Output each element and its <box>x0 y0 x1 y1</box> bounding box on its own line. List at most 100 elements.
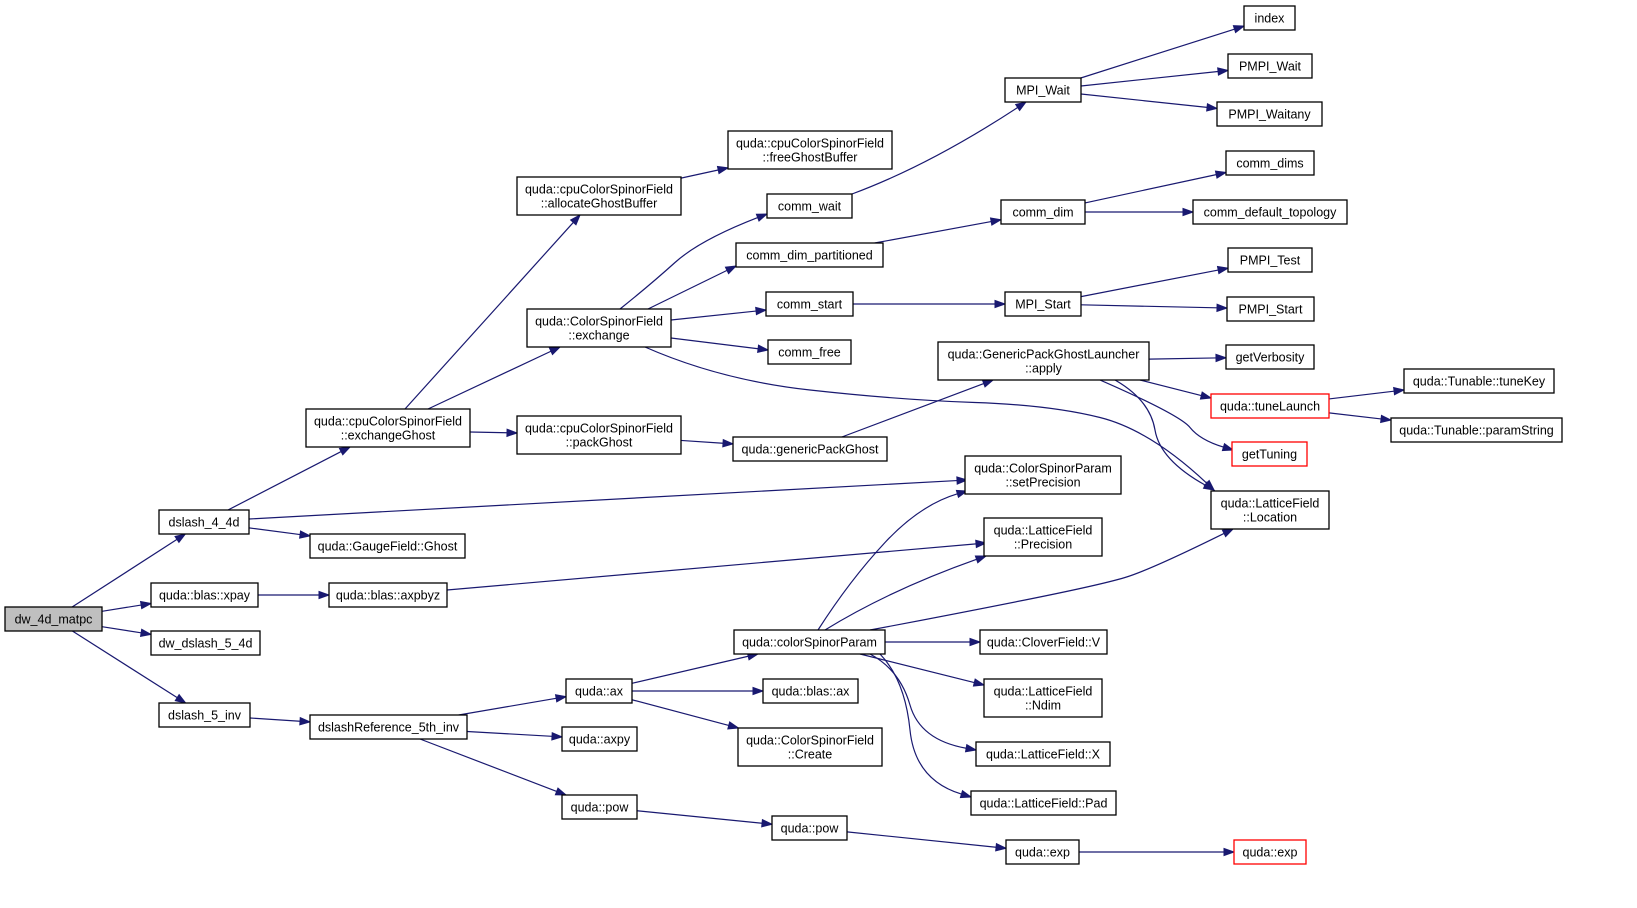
node-lfLocation[interactable]: quda::LatticeField::Location <box>1210 490 1330 530</box>
node-box[interactable] <box>561 726 638 752</box>
node-getTuning[interactable]: getTuning <box>1231 441 1308 467</box>
node-box[interactable] <box>1005 839 1080 865</box>
node-exp2[interactable]: quda::exp <box>1233 839 1307 865</box>
node-box[interactable] <box>1192 199 1348 225</box>
node-box[interactable] <box>975 741 1111 767</box>
node-PMPI_Waitany[interactable]: PMPI_Waitany <box>1216 101 1323 127</box>
node-box[interactable] <box>328 582 448 608</box>
node-paramString[interactable]: quda::Tunable::paramString <box>1390 417 1563 443</box>
node-dslash_4_4d[interactable]: dslash_4_4d <box>158 509 250 535</box>
node-box[interactable] <box>979 629 1108 655</box>
node-axpbyz[interactable]: quda::blas::axpbyz <box>328 582 448 608</box>
node-PMPI_Test[interactable]: PMPI_Test <box>1227 247 1313 273</box>
node-box[interactable] <box>1227 53 1313 79</box>
node-csfCreate[interactable]: quda::ColorSpinorField::Create <box>737 727 883 767</box>
node-box[interactable] <box>1233 839 1307 865</box>
node-box[interactable] <box>1000 199 1086 225</box>
node-pow2[interactable]: quda::pow <box>771 815 848 841</box>
node-box[interactable] <box>964 455 1122 495</box>
node-box[interactable] <box>305 408 471 448</box>
node-box[interactable] <box>1226 296 1315 322</box>
node-dw_4d_matpc[interactable]: dw_4d_matpc <box>4 606 103 632</box>
node-freeGhostBuffer[interactable]: quda::cpuColorSpinorField::freeGhostBuff… <box>727 130 893 170</box>
node-dslash_5_inv[interactable]: dslash_5_inv <box>158 702 251 728</box>
node-box[interactable] <box>150 630 261 656</box>
node-MPI_Start[interactable]: MPI_Start <box>1004 291 1082 317</box>
node-box[interactable] <box>309 714 468 740</box>
node-lfPrecision[interactable]: quda::LatticeField::Precision <box>983 517 1103 557</box>
node-box[interactable] <box>1004 291 1082 317</box>
node-box[interactable] <box>983 678 1103 718</box>
node-getVerbosity[interactable]: getVerbosity <box>1225 344 1315 370</box>
node-box[interactable] <box>561 794 638 820</box>
node-pow1[interactable]: quda::pow <box>561 794 638 820</box>
node-box[interactable] <box>565 678 633 704</box>
node-box[interactable] <box>937 341 1150 381</box>
node-lfPad[interactable]: quda::LatticeField::Pad <box>970 790 1117 816</box>
node-gaugeGhost[interactable]: quda::GaugeField::Ghost <box>309 533 466 559</box>
node-box[interactable] <box>762 678 859 704</box>
node-box[interactable] <box>1216 101 1323 127</box>
node-cloverV[interactable]: quda::CloverField::V <box>979 629 1108 655</box>
node-box[interactable] <box>766 193 853 219</box>
node-comm_default_topology[interactable]: comm_default_topology <box>1192 199 1348 225</box>
node-exchangeGhost[interactable]: quda::cpuColorSpinorField::exchangeGhost <box>305 408 471 448</box>
node-box[interactable] <box>771 815 848 841</box>
node-box[interactable] <box>727 130 893 170</box>
node-box[interactable] <box>1231 441 1308 467</box>
node-axpy[interactable]: quda::axpy <box>561 726 638 752</box>
node-box[interactable] <box>4 606 103 632</box>
node-box[interactable] <box>733 629 886 655</box>
node-gpgLauncherApply[interactable]: quda::GenericPackGhostLauncher::apply <box>937 341 1150 381</box>
node-dslashRef5inv[interactable]: dslashReference_5th_inv <box>309 714 468 740</box>
node-box[interactable] <box>1210 393 1330 419</box>
node-box[interactable] <box>516 415 682 455</box>
node-box[interactable] <box>516 176 682 216</box>
node-box[interactable] <box>1004 77 1082 103</box>
node-box[interactable] <box>158 702 251 728</box>
node-comm_start[interactable]: comm_start <box>765 291 854 317</box>
node-tuneKey[interactable]: quda::Tunable::tuneKey <box>1403 368 1555 394</box>
node-box[interactable] <box>732 436 888 462</box>
node-comm_dim_partitioned[interactable]: comm_dim_partitioned <box>735 242 884 268</box>
node-allocateGhostBuffer[interactable]: quda::cpuColorSpinorField::allocateGhost… <box>516 176 682 216</box>
node-comm_dims[interactable]: comm_dims <box>1225 150 1315 176</box>
node-comm_dim[interactable]: comm_dim <box>1000 199 1086 225</box>
node-box[interactable] <box>526 308 672 348</box>
node-lfNdim[interactable]: quda::LatticeField::Ndim <box>983 678 1103 718</box>
node-box[interactable] <box>767 339 852 365</box>
node-dw_dslash_5_4d[interactable]: dw_dslash_5_4d <box>150 630 261 656</box>
node-PMPI_Start[interactable]: PMPI_Start <box>1226 296 1315 322</box>
node-box[interactable] <box>735 242 884 268</box>
node-packGhost[interactable]: quda::cpuColorSpinorField::packGhost <box>516 415 682 455</box>
node-comm_free[interactable]: comm_free <box>767 339 852 365</box>
node-box[interactable] <box>1390 417 1563 443</box>
node-box[interactable] <box>150 582 259 608</box>
node-box[interactable] <box>970 790 1117 816</box>
node-ax[interactable]: quda::ax <box>565 678 633 704</box>
node-box[interactable] <box>1227 247 1313 273</box>
node-box[interactable] <box>983 517 1103 557</box>
node-box[interactable] <box>1210 490 1330 530</box>
node-box[interactable] <box>1225 344 1315 370</box>
node-MPI_Wait[interactable]: MPI_Wait <box>1004 77 1082 103</box>
node-PMPI_Wait[interactable]: PMPI_Wait <box>1227 53 1313 79</box>
node-blas_ax[interactable]: quda::blas::ax <box>762 678 859 704</box>
node-lfX[interactable]: quda::LatticeField::X <box>975 741 1111 767</box>
node-box[interactable] <box>309 533 466 559</box>
node-box[interactable] <box>765 291 854 317</box>
node-box[interactable] <box>1243 5 1296 31</box>
node-box[interactable] <box>1225 150 1315 176</box>
node-blas_xpay[interactable]: quda::blas::xpay <box>150 582 259 608</box>
node-tuneLaunch[interactable]: quda::tuneLaunch <box>1210 393 1330 419</box>
node-box[interactable] <box>158 509 250 535</box>
node-colorSpinorParam[interactable]: quda::colorSpinorParam <box>733 629 886 655</box>
node-setPrecision[interactable]: quda::ColorSpinorParam::setPrecision <box>964 455 1122 495</box>
node-box[interactable] <box>1403 368 1555 394</box>
node-comm_wait[interactable]: comm_wait <box>766 193 853 219</box>
node-genericPackGhost[interactable]: quda::genericPackGhost <box>732 436 888 462</box>
node-exp1[interactable]: quda::exp <box>1005 839 1080 865</box>
node-csfExchange[interactable]: quda::ColorSpinorField::exchange <box>526 308 672 348</box>
node-index[interactable]: index <box>1243 5 1296 31</box>
node-box[interactable] <box>737 727 883 767</box>
